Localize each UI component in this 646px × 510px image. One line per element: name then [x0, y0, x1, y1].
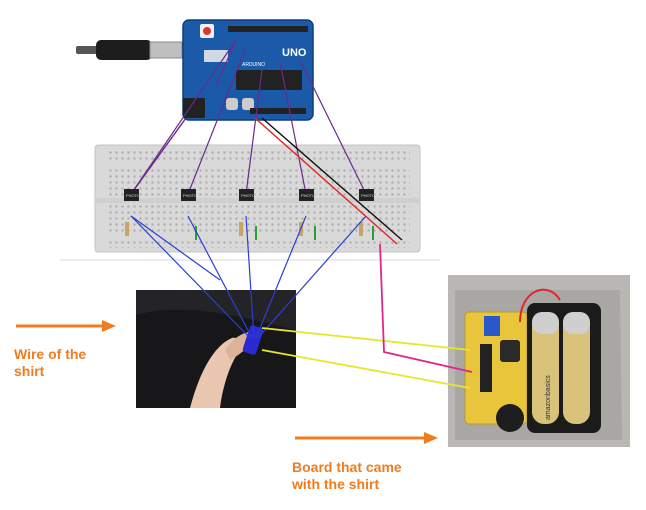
yellow-wires	[261, 327, 471, 389]
board-label: Board that came with the shirt	[292, 459, 402, 492]
arduino-board: UNO ARDUINO	[182, 19, 314, 121]
breadboard	[94, 144, 421, 253]
green-jumpers	[195, 226, 374, 240]
arduino-logo-text: UNO	[282, 47, 307, 59]
battery-brand-text: amazonbasics	[545, 375, 552, 420]
sensor-label: PHOTO	[126, 193, 140, 198]
shirt-photo	[136, 290, 296, 408]
photo-sensors: PHOTO PHOTO PHOTO PHOTO PHOTO	[124, 189, 375, 201]
sensor-label: PHOTO	[301, 193, 315, 198]
power-wires	[130, 117, 403, 245]
usb-cable	[76, 40, 183, 60]
shirt-wire-label: Wire of the shirt	[14, 346, 87, 379]
pink-wire	[379, 243, 473, 373]
sensor-label: PHOTO	[241, 193, 255, 198]
blue-wires	[130, 215, 367, 339]
board-photo: amazonbasics	[448, 275, 630, 447]
arrow-shirt	[16, 320, 116, 332]
arduino-brand-text: ARDUINO	[242, 62, 265, 68]
purple-wires	[130, 39, 367, 195]
sensor-label: PHOTO	[361, 193, 375, 198]
sensor-label: PHOTO	[183, 193, 197, 198]
arrow-board	[295, 432, 438, 444]
